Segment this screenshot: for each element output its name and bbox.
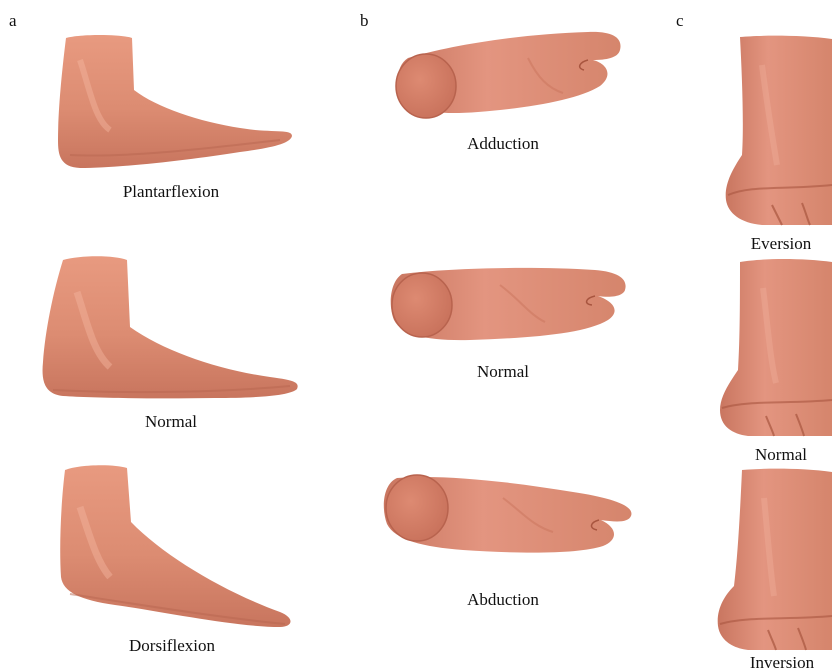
caption-normal-b: Normal (477, 363, 529, 380)
caption-dorsiflexion: Dorsiflexion (129, 637, 215, 654)
foot-front-normal (718, 258, 832, 436)
caption-abduction: Abduction (467, 591, 539, 608)
caption-eversion: Eversion (751, 235, 811, 252)
caption-adduction: Adduction (467, 135, 539, 152)
foot-side-normal (35, 252, 305, 402)
foot-side-plantarflexion (40, 30, 300, 180)
panel-label-b: b (360, 12, 369, 29)
caption-inversion: Inversion (750, 654, 814, 671)
foot-front-inversion (712, 468, 832, 650)
panel-label-a: a (9, 12, 17, 29)
foot-top-abduction (373, 468, 638, 558)
foot-side-dorsiflexion (55, 462, 300, 632)
caption-normal-c: Normal (755, 446, 807, 463)
foot-front-eversion (722, 35, 832, 225)
foot-top-normal (380, 260, 630, 350)
panel-label-c: c (676, 12, 684, 29)
foot-top-adduction (388, 28, 628, 123)
caption-normal-a: Normal (145, 413, 197, 430)
caption-plantarflexion: Plantarflexion (123, 183, 219, 200)
